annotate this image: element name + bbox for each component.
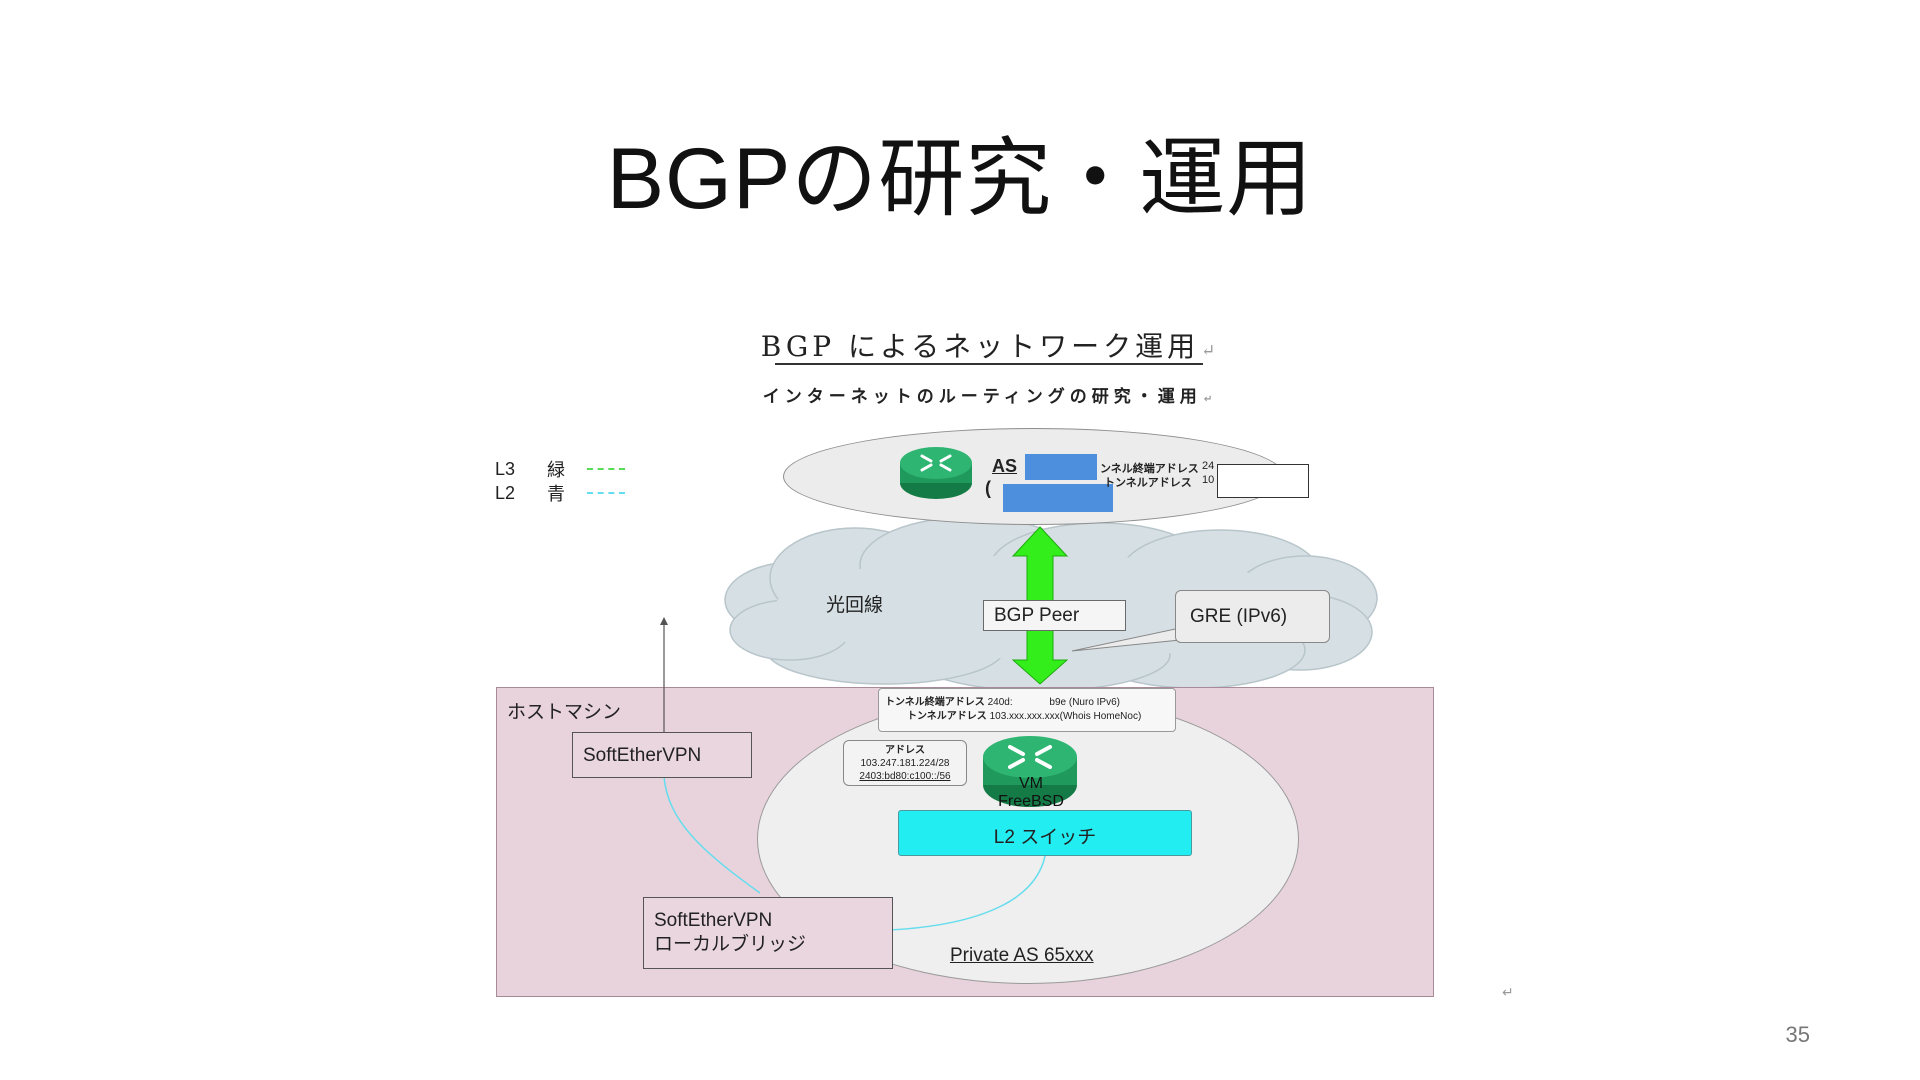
legend-l3: L3 緑 bbox=[495, 456, 625, 482]
softether-vpn-box: SoftEtherVPN bbox=[572, 732, 752, 778]
upstream-router-icon bbox=[900, 447, 972, 499]
l2-line-vpn bbox=[663, 776, 761, 894]
tunnel-endpoint-row: トンネル終端アドレス 240d: b9e (Nuro IPv6) bbox=[885, 696, 1175, 710]
slide-title: BGPの研究・運用 bbox=[606, 131, 1314, 227]
host-machine-label: ホストマシン bbox=[507, 702, 622, 723]
return-mark: ↵ bbox=[1201, 340, 1220, 360]
redaction-addresses bbox=[1217, 464, 1309, 498]
private-as-label: Private AS 65xxx bbox=[950, 945, 1094, 966]
legend-l2-name: L2 bbox=[495, 482, 516, 503]
address-box-title: アドレス bbox=[885, 745, 925, 756]
upstream-as-label: AS bbox=[992, 456, 1018, 476]
tunnel-address-row: トンネルアドレス 103.xxx.xxx.xxx(Whois HomeNoc) bbox=[885, 710, 1175, 724]
document-subtitle: インターネットのルーティングの研究・運用↵ bbox=[700, 382, 1280, 407]
vm-router-icon bbox=[983, 736, 1077, 807]
return-mark: ↵ bbox=[1203, 394, 1218, 405]
document-title: BGP によるネットワーク運用↵ bbox=[700, 325, 1280, 365]
legend-l3-color-name: 緑 bbox=[547, 460, 565, 480]
return-mark: ↵ bbox=[1502, 984, 1514, 1000]
tunnel-endpoint-value-tail: b9e (Nuro IPv6) bbox=[1049, 697, 1120, 708]
upstream-tunnel-address-label: トンネルアドレス bbox=[1104, 477, 1192, 489]
gre-label: GRE (IPv6) bbox=[1190, 606, 1288, 627]
legend-l2: L2 青 bbox=[495, 480, 625, 506]
address-ipv6: 2403:bd80:c100::/56 bbox=[859, 771, 951, 782]
address-box: アドレス 103.247.181.224/28 2403:bd80:c100::… bbox=[843, 740, 967, 786]
vpn-uplink-arrowhead bbox=[660, 617, 668, 625]
tunnel-endpoint-value: 240d: bbox=[987, 697, 1013, 708]
legend-l3-line bbox=[587, 468, 625, 470]
l2-switch-label: L2 スイッチ bbox=[993, 827, 1097, 848]
redaction-as-name bbox=[1003, 484, 1113, 512]
document-title-underline bbox=[775, 363, 1203, 365]
gre-callout-tail bbox=[1071, 627, 1181, 652]
bgp-peer-label: BGP Peer bbox=[994, 605, 1080, 626]
bgp-peer-label-box: BGP Peer bbox=[983, 600, 1126, 631]
document-subtitle-text: インターネットのルーティングの研究・運用 bbox=[762, 387, 1202, 406]
cloud-label: 光回線 bbox=[826, 595, 884, 616]
softether-bridge-label-line2: ローカルブリッジ bbox=[654, 934, 807, 955]
legend-l2-color-name: 青 bbox=[547, 484, 565, 504]
gre-callout: GRE (IPv6) bbox=[1175, 590, 1330, 643]
tunnel-address-label: トンネルアドレス bbox=[907, 711, 987, 722]
page-number: 35 bbox=[1785, 1022, 1810, 1047]
redaction-as-number bbox=[1025, 454, 1097, 480]
vm-label: VM FreeBSD bbox=[998, 775, 1064, 810]
upstream-tunnel-address-value: 10 bbox=[1202, 474, 1215, 486]
tunnel-address-value: 103.xxx.xxx.xxx(Whois HomeNoc) bbox=[989, 711, 1142, 722]
tunnel-endpoint-label: トンネル終端アドレス bbox=[885, 697, 985, 708]
legend-l3-name: L3 bbox=[495, 458, 516, 479]
softether-vpn-label: SoftEtherVPN bbox=[583, 745, 702, 766]
upstream-tunnel-endpoint-value: 24 bbox=[1202, 460, 1215, 472]
tunnel-info-box: トンネル終端アドレス 240d: b9e (Nuro IPv6) トンネルアドレ… bbox=[878, 688, 1176, 732]
legend-l2-line bbox=[587, 492, 625, 494]
upstream-tunnel-endpoint-label: ンネル終端アドレス bbox=[1100, 463, 1199, 475]
softether-bridge-box: SoftEtherVPN ローカルブリッジ bbox=[643, 897, 893, 969]
l2-switch: L2 スイッチ bbox=[898, 810, 1192, 856]
softether-bridge-label-line1: SoftEtherVPN bbox=[654, 910, 773, 931]
address-ipv4: 103.247.181.224/28 bbox=[860, 758, 950, 769]
upstream-as-paren: ( bbox=[985, 478, 991, 498]
l2-line-switch bbox=[889, 849, 1047, 931]
document-title-text: BGP によるネットワーク運用 bbox=[760, 330, 1200, 363]
